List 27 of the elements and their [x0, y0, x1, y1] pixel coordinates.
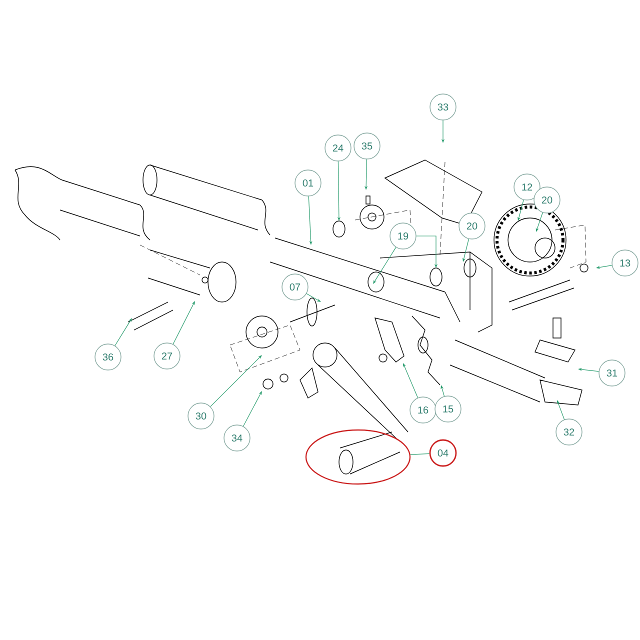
callout-number: 12 — [514, 174, 540, 200]
callout-number: 16 — [410, 396, 436, 424]
leader-line — [373, 247, 396, 284]
callout-number: 31 — [598, 360, 626, 386]
leader-line — [242, 391, 262, 427]
callout-number: 24 — [324, 134, 352, 162]
callout-number: 27 — [154, 342, 180, 370]
callout-number: 36 — [94, 344, 122, 370]
callout-number: 15 — [434, 396, 462, 422]
callout-number: 19 — [390, 222, 416, 250]
callout-number: 07 — [282, 274, 308, 300]
callout-number: 35 — [354, 132, 380, 160]
callout-number: 30 — [188, 402, 214, 430]
callout-number: 01 — [294, 170, 322, 196]
leader-line — [210, 355, 262, 407]
callout-number: 34 — [224, 424, 250, 452]
leader-line — [306, 293, 321, 302]
callout-number: 20 — [458, 212, 486, 240]
callout-number: 13 — [612, 250, 638, 276]
callout-number: 04 — [429, 439, 457, 467]
leader-line — [410, 453, 430, 455]
callout-number: 20 — [534, 186, 560, 214]
leader-line — [172, 301, 195, 344]
callout-number: 33 — [430, 94, 456, 120]
leader-line — [114, 318, 132, 346]
highlight-ellipse — [305, 429, 411, 485]
callout-number: 32 — [556, 418, 582, 446]
